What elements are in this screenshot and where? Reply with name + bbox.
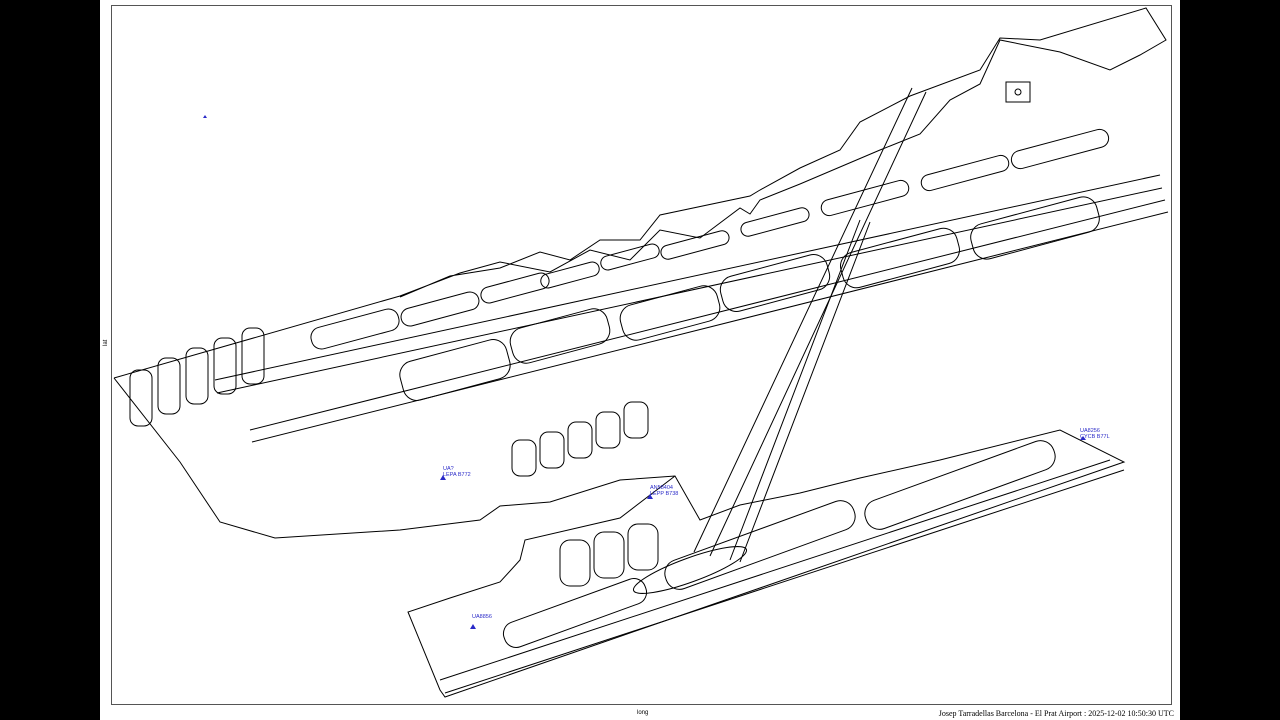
aircraft-info: LEPA B772 [443, 472, 471, 478]
aircraft-callsign: AN58404 [650, 485, 673, 491]
taxi-loop [864, 440, 1056, 530]
taxi-loop [820, 179, 910, 217]
aircraft-marker[interactable]: AN58404 LEPP B738 [647, 485, 678, 499]
runway-north [214, 174, 1163, 394]
aircraft-marker[interactable]: UA? LEPA B772 [440, 466, 471, 480]
taxi-loop [600, 243, 660, 271]
airport-map: UA8256 CYCB B77L AN58404 LEPP B738 UA885… [113, 7, 1169, 698]
taxi-loop [840, 227, 960, 289]
map-caption: Josep Tarradellas Barcelona - El Prat Ai… [938, 709, 1174, 718]
gate-finger [185, 347, 209, 405]
gate-finger [129, 369, 153, 427]
map-sheet: UA8256 CYCB B77L AN58404 LEPP B738 UA885… [100, 0, 1180, 720]
aircraft-info: LEPP B738 [650, 491, 678, 497]
gate-finger [241, 327, 265, 385]
aircraft-marker[interactable]: UA8256 CYCB B77L [1080, 428, 1110, 440]
apron-block [511, 439, 537, 477]
taxi-loop [619, 285, 721, 341]
control-tower-box [1005, 81, 1031, 103]
runway-middle [249, 199, 1169, 443]
y-axis-label: lat [103, 339, 109, 346]
aircraft-marker[interactable] [203, 115, 207, 118]
taxi-loop [920, 154, 1010, 192]
gate-finger [213, 337, 237, 395]
aircraft-info: CYCB B77L [1080, 434, 1110, 440]
plot-frame [111, 5, 1172, 705]
taxi-loop [740, 207, 810, 237]
apron-block [559, 539, 591, 587]
airport-boundary [113, 7, 1167, 379]
control-tower-icon [1014, 88, 1022, 96]
south-boundary [113, 377, 1126, 698]
taxi-loop [540, 261, 600, 289]
apron-block [627, 523, 659, 571]
runway-cross-2 [729, 219, 871, 563]
taxi-loop [310, 308, 400, 350]
taxi-loop [632, 546, 748, 594]
taxi-loop [400, 291, 480, 327]
taxi-loop [480, 272, 550, 304]
taxi-loop [719, 254, 831, 312]
airport-layout [113, 7, 1169, 698]
aircraft-layer: UA8256 CYCB B77L AN58404 LEPP B738 UA885… [203, 115, 1110, 629]
taxi-loop [664, 500, 856, 590]
taxi-loop [509, 308, 611, 364]
gate-finger [157, 357, 181, 415]
apron-block [593, 531, 625, 579]
taxi-loop [970, 196, 1100, 260]
taxi-loop [1010, 128, 1110, 170]
taxi-loop [660, 230, 730, 260]
taxi-loop [399, 339, 511, 401]
apron-block [567, 421, 593, 459]
aircraft-callsign: UA8256 [1080, 428, 1100, 434]
apron-block [595, 411, 621, 449]
runway-south [439, 459, 1125, 694]
aircraft-callsign: UA8856 [472, 614, 492, 620]
aircraft-marker[interactable]: UA8856 [470, 614, 492, 629]
x-axis-label: long [637, 710, 649, 716]
taxi-loop [502, 578, 648, 648]
aircraft-callsign: UA? [443, 466, 454, 472]
apron-block [539, 431, 565, 469]
runway-cross [693, 87, 927, 557]
apron-block [623, 401, 649, 439]
